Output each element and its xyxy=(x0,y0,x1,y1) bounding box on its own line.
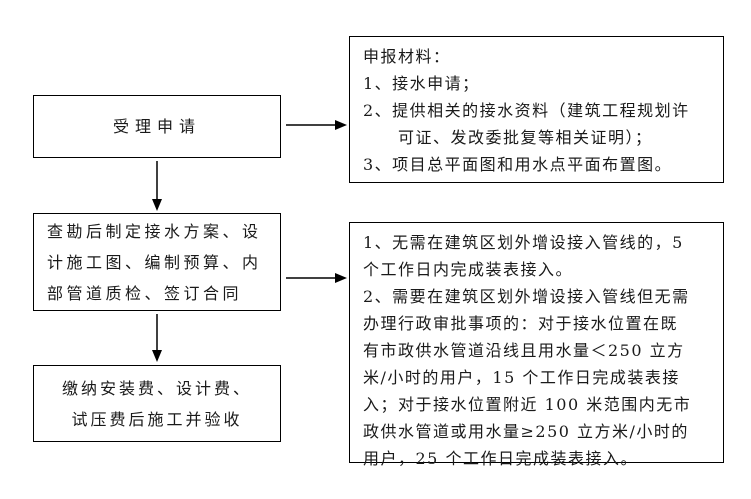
text-line: 3、项目总平面图和用水点平面布置图。 xyxy=(363,155,673,174)
text-line: 试压费后施工并验收 xyxy=(71,409,243,429)
process-box-survey-design-contract: 查勘后制定接水方案、设计施工图、编制预算、内部管道质检、签订合同 xyxy=(33,213,281,311)
text-line: 2、需要在建筑区划外增设接入管线但无需 xyxy=(363,287,690,306)
arrowhead-right-icon xyxy=(335,273,347,283)
text-line: 2、提供相关的接水资料（建筑工程规划许 xyxy=(363,101,690,120)
text-line: 1、接水申请； xyxy=(363,74,480,93)
process-box-pay-fees-construct-accept: 缴纳安装费、设计费、试压费后施工并验收 xyxy=(33,365,281,442)
text-line: 用户，25 个工作日完成装表接入。 xyxy=(363,449,638,468)
text-line: 办理行政审批事项的：对于接水位置在既 xyxy=(363,314,679,333)
arrow-line xyxy=(156,161,158,201)
arrow-line xyxy=(286,124,336,126)
arrow-line xyxy=(156,314,158,352)
text-line: 米/小时的用户，15 个工作日完成装表接 xyxy=(363,368,680,387)
arrowhead-down-icon xyxy=(152,199,162,211)
arrowhead-down-icon xyxy=(152,350,162,362)
arrow-line xyxy=(286,277,336,279)
text-line: 计施工图、编制预算、内 xyxy=(47,252,262,272)
text-line: 缴纳安装费、设计费、 xyxy=(61,378,252,398)
text-line: 申报材料： xyxy=(363,47,451,66)
text-line: 政供水管道或用水量≥250 立方米/小时的 xyxy=(363,422,689,441)
text-line: 1、无需在建筑区划外增设接入管线的，5 xyxy=(363,233,684,252)
text-line: 受理申请 xyxy=(112,117,201,136)
detail-box-application-materials: 申报材料： 1、接水申请； 2、提供相关的接水资料（建筑工程规划许 可证、发改委批复… xyxy=(349,36,724,183)
text-line: 可证、发改委批复等相关证明）； xyxy=(363,128,653,147)
arrowhead-right-icon xyxy=(335,120,347,130)
detail-box-timeline-rules: 1、无需在建筑区划外增设接入管线的，5 个工作日内完成装表接入。 2、需要在建筑区划… xyxy=(349,222,724,468)
process-box-accept-application: 受理申请 xyxy=(33,95,281,158)
text-line: 部管道质检、签订合同 xyxy=(47,283,243,303)
text-line: 个工作日内完成装表接入。 xyxy=(363,260,574,279)
text-line: 有市政供水管道沿线且用水量＜250 立方 xyxy=(363,341,685,360)
text-line: 查勘后制定接水方案、设 xyxy=(47,221,262,241)
text-line: 入；对于接水位置附近 100 米范围内无市 xyxy=(363,395,692,414)
